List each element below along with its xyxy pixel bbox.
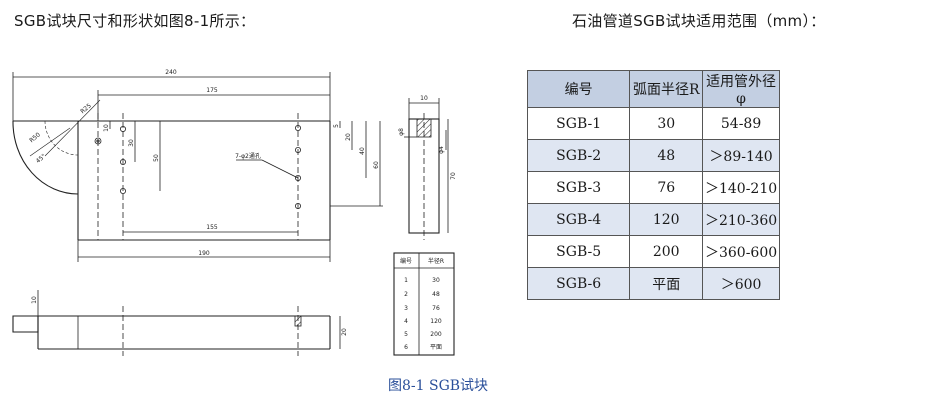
cell-diameter: ＞140-210 [702,171,780,204]
dim-r50: R50 [28,131,42,144]
front-dim-20: 20 [341,328,348,336]
dim-r25: R25 [79,102,93,115]
cell-diameter: ＞89-140 [702,139,780,172]
mini-table-row-r: 120 [430,318,442,325]
dim-5: 5 [333,124,340,128]
mini-table-row-no: 5 [404,331,408,338]
table-header-row: 编号 弧面半径R 适用管外径φ [526,70,780,108]
mini-table-row-no: 4 [404,318,408,325]
mini-table-header-no: 编号 [400,257,412,265]
cell-no: SGB-6 [526,267,631,300]
table-row: SGB-5 200 ＞360-600 [526,235,780,268]
cell-radius: 平面 [629,267,704,300]
side-dim-phi8: φ8 [398,128,405,136]
dim-60: 60 [373,161,380,169]
cell-diameter: ＞360-600 [702,235,780,268]
cell-diameter: 54-89 [702,107,780,140]
cell-radius: 120 [629,203,704,236]
mini-table-row-no: 2 [404,291,408,298]
mini-table-row-r: 48 [432,291,440,298]
table-row: SGB-6 平面 ＞600 [526,267,780,300]
mini-table-row-r: 平面 [430,344,442,351]
dim-10: 10 [103,124,110,132]
mini-table-row-no: 6 [404,344,408,351]
cell-radius: 76 [629,171,704,204]
dim-30: 30 [128,139,135,147]
pipe-range-table: 编号 弧面半径R 适用管外径φ SGB-1 30 54-89 SGB-2 48 … [526,70,780,300]
side-dim-10: 10 [420,95,428,102]
cell-no: SGB-1 [526,107,631,140]
table-row: SGB-1 30 54-89 [526,107,780,140]
mini-table-header-radius: 半径R [428,257,444,265]
left-heading: SGB试块尺寸和形状如图8-1所示： [14,12,256,30]
holes-label: 7-φ2通孔 [235,152,261,160]
cell-no: SGB-2 [526,139,631,172]
dim-20: 20 [345,133,352,141]
mini-table-row-no: 1 [404,277,408,284]
header-pipe-diameter: 适用管外径φ [702,70,780,108]
cell-no: SGB-4 [526,203,631,236]
figure-caption: 图8-1 SGB试块 [388,378,489,394]
header-no: 编号 [526,70,631,108]
dim-50: 50 [153,154,160,162]
mini-table-row-no: 3 [404,305,408,312]
header-radius: 弧面半径R [629,70,704,108]
dim-175: 175 [206,87,218,94]
side-dim-70: 70 [450,172,457,180]
front-dim-10: 10 [31,296,38,304]
side-dim-phi4: φ4 [438,146,445,154]
cell-diameter: ＞600 [702,267,780,300]
cell-diameter: ＞210-360 [702,203,780,236]
cell-no: SGB-3 [526,171,631,204]
cell-radius: 30 [629,107,704,140]
cell-radius: 48 [629,139,704,172]
table-row: SGB-3 76 ＞140-210 [526,171,780,204]
dim-45: 45° [35,153,48,165]
dim-190: 190 [198,250,210,257]
mini-table-row-r: 30 [432,277,440,284]
dim-155: 155 [206,224,218,231]
mini-table-row-r: 76 [432,305,440,312]
dim-240: 240 [165,69,177,76]
right-heading: 石油管道SGB试块适用范围（mm）： [572,12,826,30]
cell-no: SGB-5 [526,235,631,268]
mini-table-row-r: 200 [430,331,442,338]
cell-radius: 200 [629,235,704,268]
table-row: SGB-2 48 ＞89-140 [526,139,780,172]
table-row: SGB-4 120 ＞210-360 [526,203,780,236]
dim-40: 40 [359,147,366,155]
